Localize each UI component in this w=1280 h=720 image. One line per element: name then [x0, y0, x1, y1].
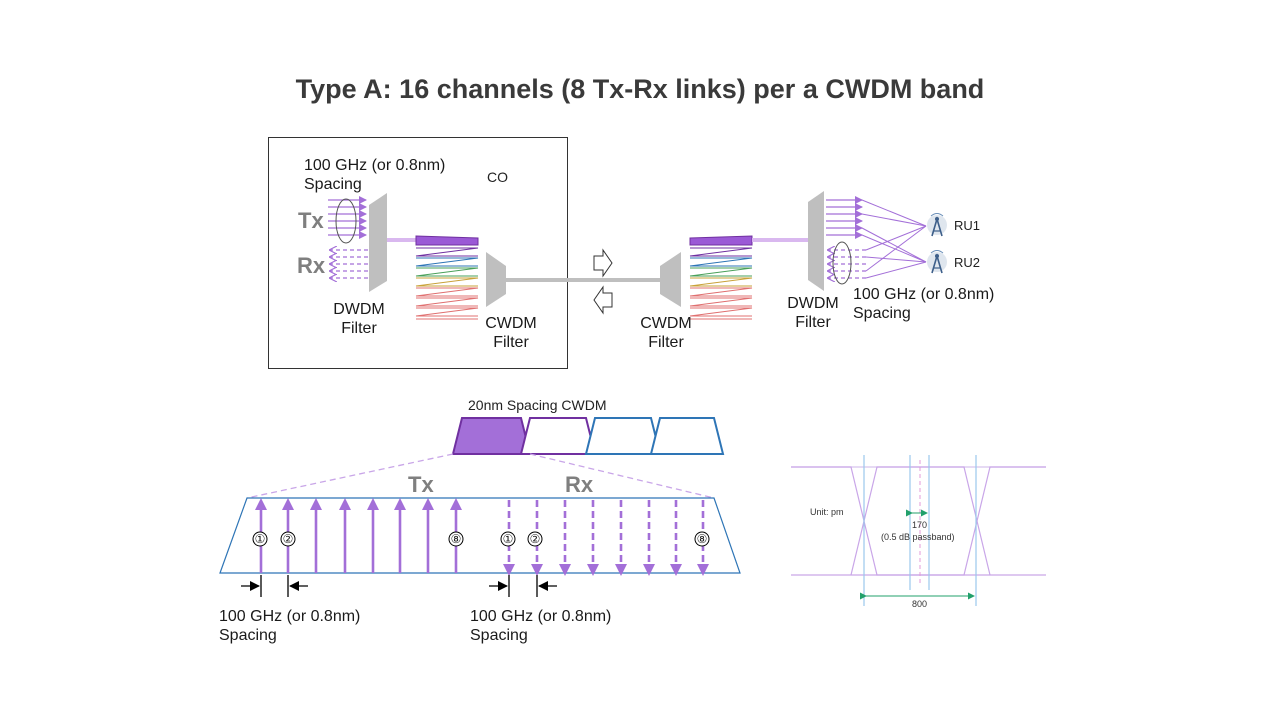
ru-fan-lines	[861, 199, 927, 279]
rx-spacing-indicator	[489, 575, 557, 597]
remote-downlink-arrows	[826, 196, 863, 239]
co-cwdm-label-line2: Filter	[493, 334, 529, 351]
co-tx-label: Tx	[298, 208, 324, 233]
cwdm-band-2	[519, 417, 597, 455]
remote-dwdm-label-line2: Filter	[795, 314, 831, 331]
cwdm-band-3	[584, 417, 662, 455]
co-cwdm-filter	[486, 252, 506, 307]
remote-spacing-label-line2: Spacing	[853, 305, 911, 322]
tx-marker-2: ②	[282, 532, 294, 546]
rx-marker-2: ②	[529, 532, 541, 546]
passband-inner-value: 170	[912, 520, 928, 530]
cwdm-band-1	[451, 417, 532, 455]
co-label: CO	[487, 169, 508, 185]
co-tx-arrows	[328, 196, 367, 244]
co-cwdm-label-line1: CWDM	[485, 315, 537, 332]
co-dwdm-label-line1: DWDM	[333, 301, 385, 318]
co-dwdm-filter	[369, 193, 387, 292]
rx-marker-1: ①	[502, 532, 514, 546]
page-title: Type A: 16 channels (8 Tx-Rx links) per …	[295, 74, 985, 104]
tx-spacing-indicator	[241, 575, 308, 597]
co-dwdm-label-line2: Filter	[341, 320, 377, 337]
remote-uplink-arrows	[828, 241, 866, 285]
expanded-band	[219, 497, 741, 574]
ru2-antenna-icon	[927, 250, 947, 274]
rx-marker-8: ⑧	[696, 532, 708, 546]
downstream-arrow-icon	[593, 248, 613, 278]
remote-cwdm-label-line2: Filter	[648, 334, 684, 351]
tx-spacing-label-line2: Spacing	[219, 627, 277, 644]
band-rx-label: Rx	[565, 472, 594, 497]
remote-cwdm-label-line1: CWDM	[640, 315, 692, 332]
remote-cwdm-filter	[660, 252, 681, 307]
cwdm-band-4	[649, 417, 725, 455]
ru1-label: RU1	[954, 218, 981, 233]
remote-spacing-label-line1: 100 GHz (or 0.8nm)	[853, 286, 995, 303]
passband-outer-value: 800	[912, 599, 928, 609]
cwdm-band-label: 20nm Spacing CWDM	[468, 397, 607, 413]
band-tx-label: Tx	[408, 472, 434, 497]
co-box	[268, 137, 568, 369]
rx-spacing-label-line1: 100 GHz (or 0.8nm)	[470, 608, 612, 625]
rx-spacing-label-line2: Spacing	[470, 627, 528, 644]
co-spacing-label-line1: 100 GHz (or 0.8nm)	[304, 157, 446, 174]
co-spacing-label-line2: Spacing	[304, 176, 362, 193]
passband-figure	[791, 455, 1046, 606]
remote-dwdm-label-line1: DWDM	[787, 295, 839, 312]
channel-marker-circles	[252, 531, 710, 547]
tx-marker-1: ①	[254, 532, 266, 546]
passband-unit-label: Unit: pm	[810, 507, 844, 517]
tx-marker-8: ⑧	[450, 532, 462, 546]
tx-spacing-label-line1: 100 GHz (or 0.8nm)	[219, 608, 361, 625]
ru2-label: RU2	[954, 255, 981, 270]
co-rx-arrows	[330, 250, 368, 278]
remote-channel-stack	[689, 235, 753, 320]
passband-inner-note: (0.5 dB passband)	[881, 532, 955, 542]
co-channel-stack	[415, 235, 479, 320]
ru1-antenna-icon	[927, 213, 947, 237]
cwdm-band-row	[451, 417, 725, 455]
co-rx-label: Rx	[297, 253, 326, 278]
upstream-arrow-icon	[593, 285, 613, 315]
remote-dwdm-filter	[808, 191, 824, 291]
